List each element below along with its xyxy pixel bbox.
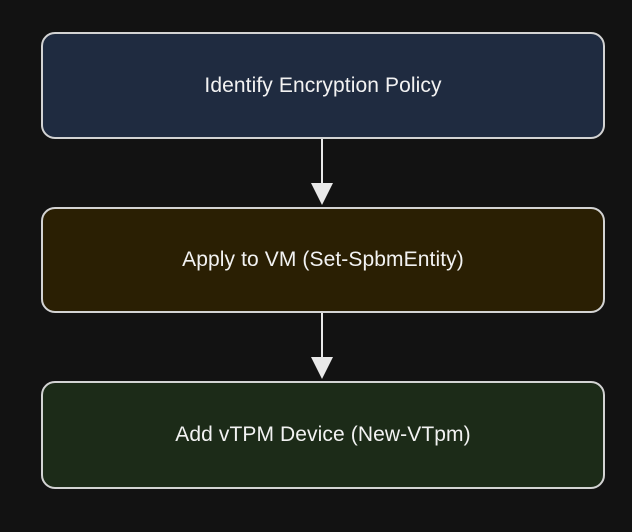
edge-identify-to-apply [311,139,333,205]
flowchart-node-add-vtpm[interactable]: Add vTPM Device (New-VTpm) [41,381,605,489]
flowchart-node-identify-policy[interactable]: Identify Encryption Policy [41,32,605,139]
flowchart-node-label: Apply to VM (Set-SpbmEntity) [182,248,464,272]
flowchart-node-label: Identify Encryption Policy [204,73,442,97]
flowchart-node-apply-vm[interactable]: Apply to VM (Set-SpbmEntity) [41,207,605,313]
flowchart-node-label: Add vTPM Device (New-VTpm) [175,423,471,447]
edge-apply-to-vtpm [311,313,333,379]
